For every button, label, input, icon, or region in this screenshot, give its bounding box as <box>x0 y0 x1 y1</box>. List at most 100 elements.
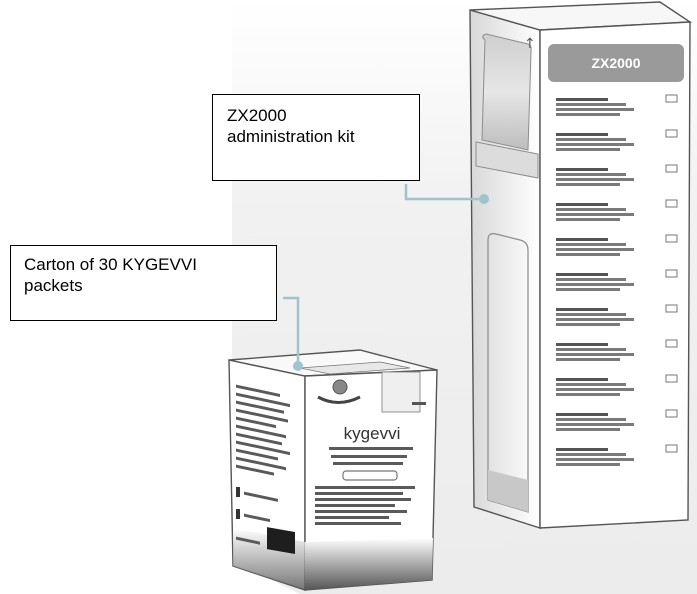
kit-text-bar <box>556 358 620 361</box>
kit-text-bar <box>556 418 626 421</box>
kit-checkbox <box>665 409 678 418</box>
kit-text-bar <box>556 448 608 451</box>
carton-tab <box>299 361 411 375</box>
carton-callout-line-1: Carton of 30 KYGEVVI <box>24 255 197 274</box>
carton-hang-hole <box>332 379 348 395</box>
kit-side-window-bottom <box>487 233 529 513</box>
kit-text-bar <box>556 278 626 281</box>
administration-kit-box: ↑ ZX2000 <box>469 1 693 529</box>
carton-side-text-bar <box>236 448 278 461</box>
kit-text-bar <box>556 103 626 106</box>
kit-text-bar <box>556 168 608 171</box>
carton-perforation <box>317 395 361 404</box>
kit-text-bar <box>556 313 626 316</box>
kit-text-bar <box>556 178 634 181</box>
carton-side-text-bar <box>236 456 286 471</box>
kit-text-bar <box>556 428 620 431</box>
kit-text-bar <box>556 238 608 241</box>
kit-side-foot <box>488 470 528 512</box>
kit-text-bar <box>556 348 626 351</box>
carton-text-bar <box>315 498 411 501</box>
carton-side-text-bar <box>236 408 288 423</box>
carton-side-text-bar <box>236 384 280 397</box>
kit-text-bar <box>556 393 620 396</box>
carton-left-text-lines <box>236 384 290 545</box>
kit-text-bar <box>556 273 608 276</box>
kit-checkbox <box>665 444 678 453</box>
carton-side-text-bar <box>236 432 282 446</box>
carton-side-text-bar <box>236 464 274 476</box>
kit-text-bar <box>556 248 634 251</box>
kit-label-band <box>548 44 684 82</box>
kit-checkboxes <box>665 94 678 453</box>
kit-checkbox <box>665 129 678 138</box>
kit-text-bar <box>556 453 626 456</box>
carton-callout-line-2: packets <box>24 276 83 295</box>
kit-side-band <box>475 141 539 179</box>
carton-dosage-pill <box>342 470 398 481</box>
kit-callout-line-2: administration kit <box>227 127 355 146</box>
kit-text-bar <box>556 113 620 116</box>
kit-checkbox <box>665 234 678 243</box>
carton-callout: Carton of 30 KYGEVVI packets <box>10 245 277 321</box>
kit-text-bar <box>556 288 620 291</box>
kit-text-bar <box>556 98 608 101</box>
kit-text-bar <box>556 383 626 386</box>
kit-side-window-top <box>481 33 532 151</box>
kit-leader-dot <box>479 194 489 204</box>
kit-brand-label: ZX2000 <box>591 55 640 71</box>
carton-leader-line <box>283 296 300 366</box>
carton-front-text-lines <box>315 447 415 525</box>
carton-text-bar <box>331 455 407 458</box>
carton-small-mark-1 <box>236 487 240 497</box>
kit-text-lines <box>556 98 634 466</box>
kit-checkbox <box>665 269 678 278</box>
carton-side-text-bar <box>244 491 278 502</box>
kit-text-bar <box>556 378 608 381</box>
up-arrow-icon: ↑ <box>524 36 536 52</box>
kit-callout-line-1: ZX2000 <box>227 106 287 125</box>
kit-text-bar <box>556 173 626 176</box>
kit-checkbox <box>665 304 678 313</box>
carton-barcode-block <box>267 527 295 555</box>
kit-text-bar <box>556 108 634 111</box>
kit-checkbox <box>665 199 678 208</box>
carton-text-bar <box>315 504 395 507</box>
carton-leader-dot <box>293 361 303 371</box>
kit-checkbox <box>665 164 678 173</box>
kit-text-bar <box>556 308 608 311</box>
kit-text-bar <box>556 133 608 136</box>
carton-text-bar <box>333 462 403 465</box>
carton-text-bar <box>315 522 401 525</box>
kit-text-bar <box>556 143 634 146</box>
kit-text-bar <box>556 413 608 416</box>
carton-side-text-bar <box>236 392 290 408</box>
kit-text-bar <box>556 423 634 426</box>
kit-text-bar <box>556 213 634 216</box>
carton-edge-mark <box>412 402 426 405</box>
carton-side-text-bar <box>244 513 270 523</box>
kit-text-bar <box>556 183 620 186</box>
carton-side-text-bar <box>236 416 276 429</box>
kit-text-bar <box>556 463 620 466</box>
carton-brand-label: kygevvi <box>344 424 401 443</box>
kit-text-bar <box>556 203 608 206</box>
carton-text-bar <box>315 510 407 513</box>
kit-text-bar <box>556 138 626 141</box>
carton-text-bar <box>315 516 389 519</box>
carton-small-mark-2 <box>236 509 240 519</box>
kit-text-bar <box>556 353 634 356</box>
carton-text-bar <box>315 492 403 495</box>
kit-text-bar <box>556 323 620 326</box>
kit-leader-line <box>404 184 484 201</box>
kit-text-bar <box>556 458 634 461</box>
kit-text-bar <box>556 208 626 211</box>
kit-text-bar <box>556 283 634 286</box>
kit-checkbox <box>665 339 678 348</box>
kit-text-bar <box>556 148 620 151</box>
carton-text-bar <box>329 447 413 450</box>
kit-text-bar <box>556 218 620 221</box>
carton-bottom-strip-front <box>305 538 433 590</box>
kit-text-bar <box>556 388 634 391</box>
kit-text-bar <box>556 343 608 346</box>
